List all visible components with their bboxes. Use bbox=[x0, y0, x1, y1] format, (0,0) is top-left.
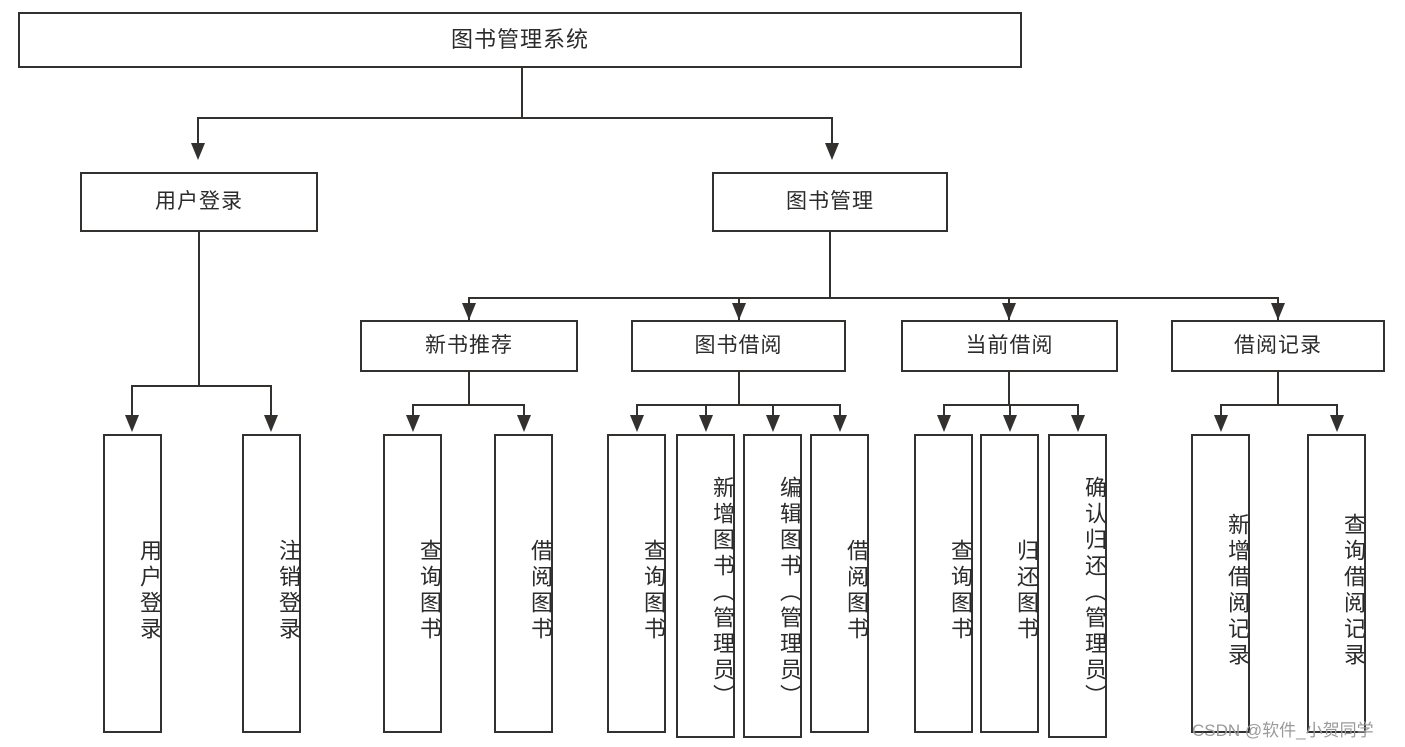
leaf-label: 查询借阅记录 bbox=[1341, 512, 1366, 669]
arrow-book-manage-to-book-borrow bbox=[732, 303, 746, 320]
leaf-label: 借阅图书 bbox=[528, 538, 553, 643]
leaf-label: 查询图书 bbox=[948, 538, 973, 643]
arrow-borrow-record-to-leaf-1 bbox=[1330, 415, 1344, 432]
edge-borrow-record-to-leaf-0 bbox=[1220, 404, 1222, 418]
leaf-label: 查询图书 bbox=[417, 538, 442, 643]
node-label: 新书推荐 bbox=[425, 334, 513, 358]
edge-new-book-to-leaf-0 bbox=[412, 404, 414, 418]
edge-book-borrow-to-leaf-0 bbox=[636, 404, 638, 418]
leaf-book-borrow-0[interactable]: 查询图书 bbox=[607, 434, 666, 733]
edge-new-book-stem bbox=[468, 372, 470, 405]
edge-current-borrow-to-leaf-1 bbox=[1009, 404, 1011, 418]
leaf-label: 用户登录 bbox=[137, 538, 162, 643]
node-label: 借阅记录 bbox=[1234, 334, 1322, 358]
leaf-user-login-1[interactable]: 注销登录 bbox=[242, 434, 301, 733]
edge-book-borrow-to-leaf-1 bbox=[705, 404, 707, 418]
edge-user-login-stem bbox=[198, 232, 200, 386]
node-current-borrow[interactable]: 当前借阅 bbox=[901, 320, 1118, 372]
edge-borrow-record-bus bbox=[1220, 404, 1337, 406]
edge-root-to-book-manage bbox=[831, 117, 833, 145]
arrow-book-borrow-to-leaf-0 bbox=[630, 415, 644, 432]
edge-book-borrow-stem bbox=[738, 372, 740, 405]
node-book-manage[interactable]: 图书管理 bbox=[712, 172, 948, 232]
arrow-root-to-user-login bbox=[191, 143, 205, 160]
leaf-user-login-0[interactable]: 用户登录 bbox=[103, 434, 162, 733]
edge-book-borrow-to-leaf-3 bbox=[839, 404, 841, 418]
arrow-book-borrow-to-leaf-2 bbox=[766, 415, 780, 432]
edge-current-borrow-stem bbox=[1008, 372, 1010, 405]
arrow-user-login-to-leaf-0 bbox=[125, 415, 139, 432]
edge-root-to-user-login bbox=[197, 117, 199, 145]
arrow-new-book-to-leaf-0 bbox=[406, 415, 420, 432]
edge-current-borrow-to-leaf-0 bbox=[943, 404, 945, 418]
node-label: 图书管理 bbox=[786, 190, 874, 214]
leaf-current-borrow-1[interactable]: 归还图书 bbox=[980, 434, 1039, 733]
arrow-book-manage-to-borrow-record bbox=[1271, 303, 1285, 320]
leaf-label: 确认归还（管理员） bbox=[1082, 476, 1107, 710]
leaf-book-borrow-3[interactable]: 借阅图书 bbox=[810, 434, 869, 733]
leaf-label: 编辑图书（管理员） bbox=[777, 476, 802, 710]
node-label: 图书借阅 bbox=[694, 334, 783, 358]
edge-root-bus bbox=[197, 117, 833, 119]
leaf-borrow-record-1[interactable]: 查询借阅记录 bbox=[1307, 434, 1366, 733]
leaf-book-borrow-2[interactable]: 编辑图书（管理员） bbox=[743, 434, 802, 738]
leaf-label: 查询图书 bbox=[641, 538, 666, 643]
node-label: 图书管理系统 bbox=[450, 26, 589, 52]
leaf-label: 归还图书 bbox=[1014, 538, 1039, 643]
edge-user-login-to-leaf-0 bbox=[131, 385, 133, 417]
arrow-root-to-book-manage bbox=[825, 143, 839, 160]
arrow-book-borrow-to-leaf-1 bbox=[699, 415, 713, 432]
edge-borrow-record-stem bbox=[1277, 372, 1279, 405]
edge-current-borrow-to-leaf-2 bbox=[1077, 404, 1079, 418]
node-label: 用户登录 bbox=[155, 190, 243, 214]
node-root-system[interactable]: 图书管理系统 bbox=[18, 12, 1022, 68]
edge-root-stem bbox=[521, 68, 523, 118]
leaf-new-book-1[interactable]: 借阅图书 bbox=[494, 434, 553, 733]
node-book-borrow[interactable]: 图书借阅 bbox=[631, 320, 846, 372]
arrow-borrow-record-to-leaf-0 bbox=[1214, 415, 1228, 432]
edge-book-borrow-to-leaf-2 bbox=[772, 404, 774, 418]
arrow-user-login-to-leaf-1 bbox=[264, 415, 278, 432]
leaf-new-book-0[interactable]: 查询图书 bbox=[383, 434, 442, 733]
edge-book-manage-bus bbox=[468, 297, 1279, 299]
node-new-book-recommend[interactable]: 新书推荐 bbox=[360, 320, 578, 372]
arrow-book-borrow-to-leaf-3 bbox=[833, 415, 847, 432]
edge-book-borrow-bus bbox=[636, 404, 841, 406]
arrow-current-borrow-to-leaf-0 bbox=[937, 415, 951, 432]
leaf-label: 借阅图书 bbox=[844, 538, 869, 643]
arrow-book-manage-to-new-book bbox=[462, 303, 476, 320]
watermark-csdn: CSDN @软件_小贺同学 bbox=[1192, 721, 1374, 740]
leaf-current-borrow-0[interactable]: 查询图书 bbox=[914, 434, 973, 733]
edge-user-login-to-leaf-1 bbox=[270, 385, 272, 417]
edge-user-login-bus bbox=[131, 385, 271, 387]
edge-book-manage-stem bbox=[829, 232, 831, 298]
node-borrow-record[interactable]: 借阅记录 bbox=[1171, 320, 1385, 372]
leaf-label: 注销登录 bbox=[276, 538, 301, 643]
edge-new-book-to-leaf-1 bbox=[523, 404, 525, 418]
leaf-current-borrow-2[interactable]: 确认归还（管理员） bbox=[1048, 434, 1107, 738]
arrow-book-manage-to-current-borrow bbox=[1002, 303, 1016, 320]
edge-borrow-record-to-leaf-1 bbox=[1336, 404, 1338, 418]
edge-new-book-bus bbox=[412, 404, 525, 406]
arrow-current-borrow-to-leaf-2 bbox=[1071, 415, 1085, 432]
node-label: 当前借阅 bbox=[965, 334, 1054, 358]
leaf-label: 新增图书（管理员） bbox=[710, 476, 735, 710]
leaf-book-borrow-1[interactable]: 新增图书（管理员） bbox=[676, 434, 735, 738]
leaf-borrow-record-0[interactable]: 新增借阅记录 bbox=[1191, 434, 1250, 733]
leaf-label: 新增借阅记录 bbox=[1225, 512, 1250, 669]
arrow-new-book-to-leaf-1 bbox=[517, 415, 531, 432]
node-user-login[interactable]: 用户登录 bbox=[80, 172, 318, 232]
arrow-current-borrow-to-leaf-1 bbox=[1003, 415, 1017, 432]
